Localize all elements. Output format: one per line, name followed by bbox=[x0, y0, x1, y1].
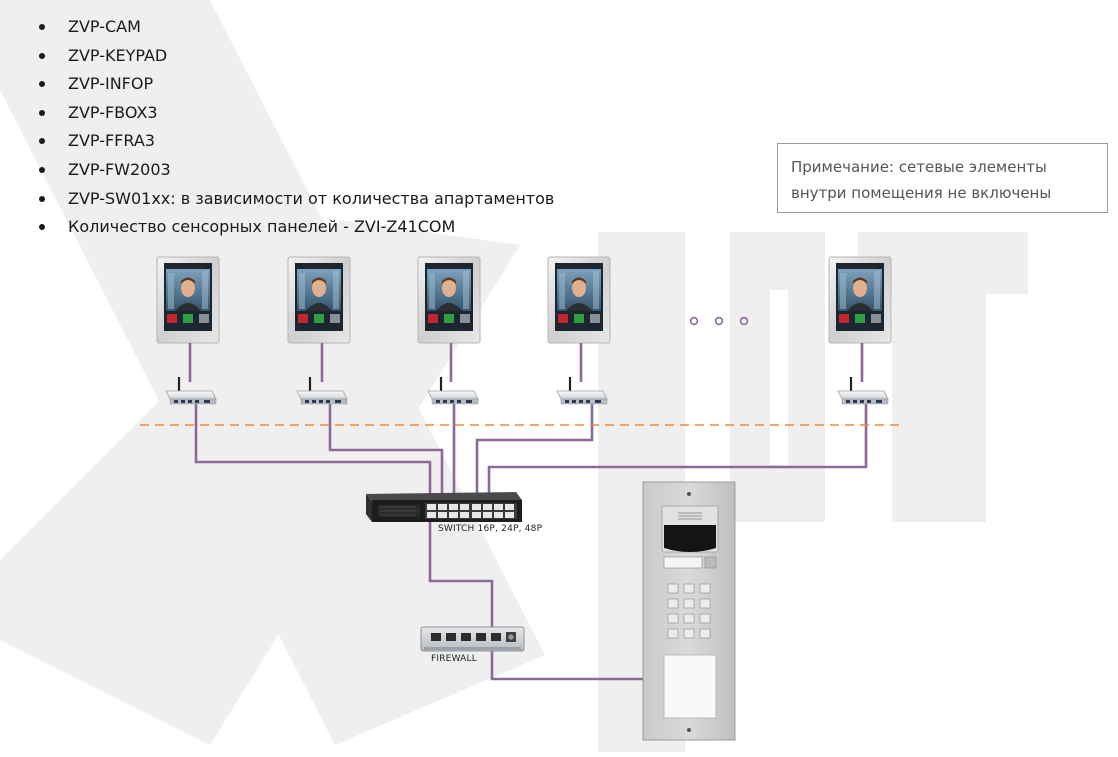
network-switch bbox=[366, 492, 522, 522]
touch-panel-3 bbox=[417, 256, 481, 344]
door-station-top-screw bbox=[687, 492, 691, 496]
firewall-device bbox=[420, 626, 525, 652]
touch-panel-1 bbox=[156, 256, 220, 344]
component-item: ZVP-KEYPAD bbox=[38, 43, 554, 72]
cable-router1-switch bbox=[194, 404, 432, 506]
firewall-label: FIREWALL bbox=[431, 654, 477, 664]
touch-panel-2 bbox=[287, 256, 351, 344]
component-item: Количество сенсорных панелей - ZVI-Z41CO… bbox=[38, 214, 554, 243]
door-station-display bbox=[663, 556, 703, 569]
switch-label: SWITCH 16P, 24P, 48P bbox=[438, 524, 543, 534]
cable-router5-switch bbox=[487, 404, 868, 506]
note-line-2: внутри помещения не включены bbox=[791, 184, 1052, 202]
cable-switch-firewall bbox=[428, 520, 494, 632]
watermark-t-stem bbox=[892, 232, 986, 522]
touch-panel-4 bbox=[547, 256, 611, 344]
network-cables bbox=[188, 343, 868, 681]
component-item: ZVP-CAM bbox=[38, 14, 554, 43]
component-item: ZVP-FBOX3 bbox=[38, 100, 554, 129]
door-station bbox=[642, 481, 736, 741]
door-station-keypad bbox=[667, 583, 711, 639]
component-item: ZVP-INFOP bbox=[38, 71, 554, 100]
cable-router4-switch bbox=[475, 404, 594, 506]
note-line-1: Примечание: сетевые элементы bbox=[791, 158, 1047, 176]
watermark-x-right-stroke bbox=[0, 220, 520, 745]
watermark-o-hole bbox=[770, 290, 788, 465]
cable-firewall-doorstation bbox=[490, 650, 643, 681]
router-3 bbox=[426, 375, 480, 406]
door-station-info-panel bbox=[663, 654, 717, 719]
cable-router2-switch bbox=[328, 404, 444, 506]
component-item: ZVP-FFRA3 bbox=[38, 128, 554, 157]
component-list: ZVP-CAM ZVP-KEYPAD ZVP-INFOP ZVP-FBOX3 Z… bbox=[38, 14, 554, 243]
component-item: ZVP-SW01xx: в зависимости от количества … bbox=[38, 186, 554, 215]
touch-panel-5 bbox=[828, 256, 892, 344]
note-box: Примечание: сетевые элементы внутри поме… bbox=[777, 143, 1108, 213]
ellipsis-more-panels bbox=[689, 316, 749, 326]
door-station-bottom-screw bbox=[687, 728, 691, 732]
component-item: ZVP-FW2003 bbox=[38, 157, 554, 186]
